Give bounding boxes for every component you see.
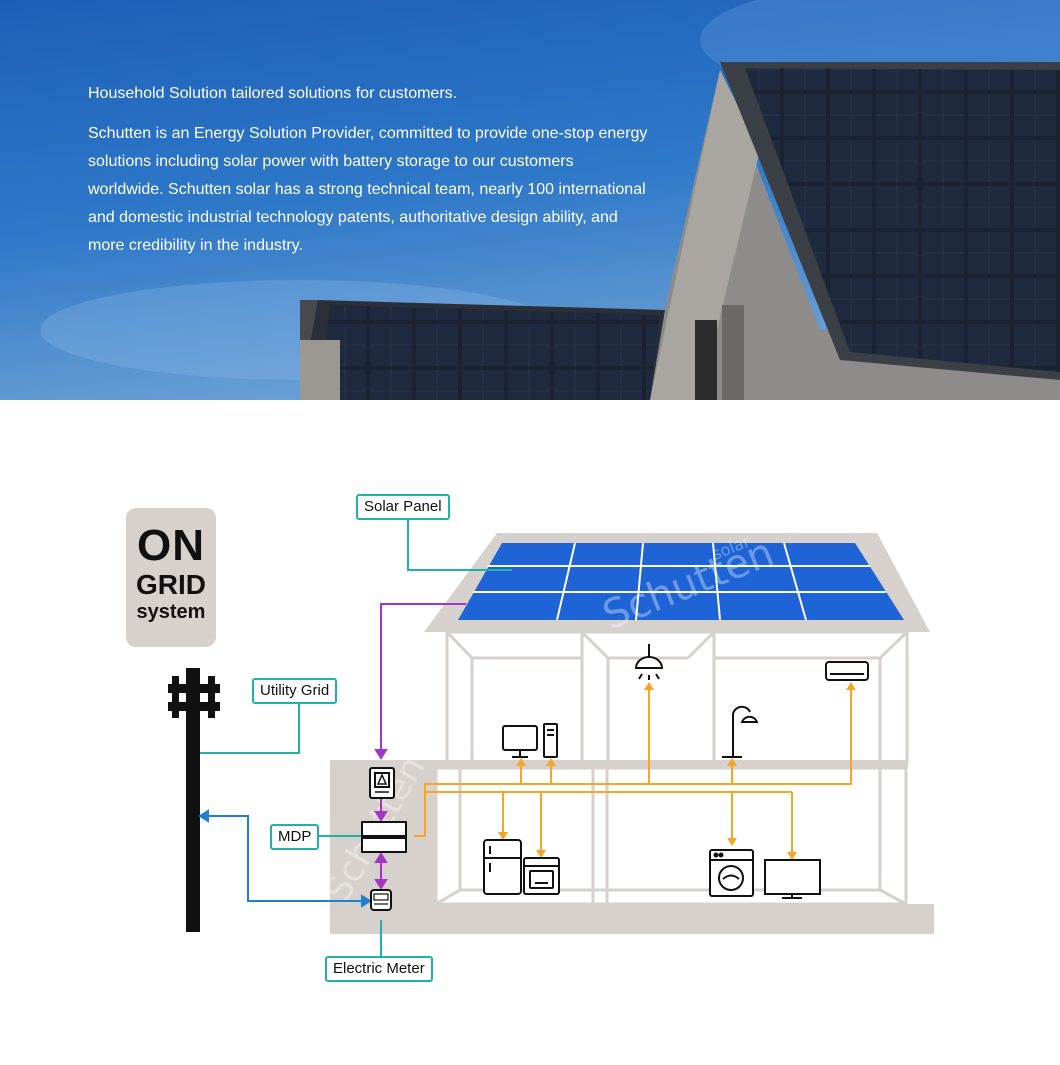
load-flow-arrows xyxy=(498,682,856,860)
mdp-icon xyxy=(361,821,407,853)
electric-meter-icon xyxy=(370,889,392,911)
badge-line-on: ON xyxy=(137,521,205,570)
badge-line-system: system xyxy=(136,601,206,623)
floor-slab xyxy=(434,760,908,768)
computer-icon xyxy=(502,723,558,758)
hero-description: Schutten is an Energy Solution Provider,… xyxy=(88,125,648,254)
washing-machine-icon xyxy=(709,849,754,897)
solar-panel-icon xyxy=(424,533,930,632)
badge-line-grid: GRID xyxy=(136,569,206,600)
tv-icon xyxy=(764,859,821,899)
utility-grid-label: Utility Grid xyxy=(252,678,338,704)
grid-flow-lines xyxy=(198,809,372,908)
inverter-icon xyxy=(369,767,395,799)
hero-background-image xyxy=(0,0,1060,400)
load-flow-lines xyxy=(414,690,852,852)
diagram-drawing: Schutten solar Schutten xyxy=(168,519,934,956)
hero-banner: Household Solution tailored solutions fo… xyxy=(0,0,1060,400)
electric-meter-label: Electric Meter xyxy=(325,956,433,982)
hero-title: Household Solution tailored solutions fo… xyxy=(88,85,458,102)
callout-leaders xyxy=(200,519,512,956)
solar-panel-label: Solar Panel xyxy=(356,494,450,520)
mdp-label: MDP xyxy=(270,824,320,850)
ceiling-lamp-icon xyxy=(634,644,664,680)
solar-flow-lines xyxy=(374,603,466,890)
air-conditioner-icon xyxy=(825,661,869,681)
on-grid-badge: ON GRID system xyxy=(126,508,216,647)
fridge-icon xyxy=(483,839,522,895)
on-grid-diagram: Schutten solar Schutten xyxy=(0,400,1060,1065)
utility-pole-icon xyxy=(168,668,220,932)
oven-icon xyxy=(523,857,560,895)
floor-lamp-icon xyxy=(722,705,759,758)
hero-text-block: Household Solution tailored solutions fo… xyxy=(88,82,648,260)
ground-slab xyxy=(330,904,934,934)
